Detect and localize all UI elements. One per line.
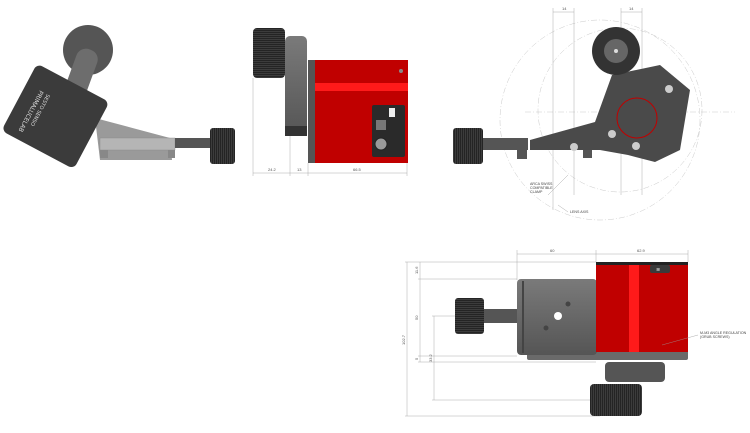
dim-13: 13 (297, 167, 302, 172)
dim-33-2: 33.2 (428, 353, 433, 362)
motor-box: PRIMALUCELAB SESTO SENSO (3, 65, 108, 168)
dim-66-5: 66.5 (353, 167, 362, 172)
focus-knob (590, 384, 642, 416)
clamp-knob (453, 128, 483, 164)
dim-5: 5 (414, 357, 419, 360)
dim-14-right: 14 (629, 6, 634, 11)
rear-bracket (530, 65, 690, 162)
wifi-icon: ≋ (656, 267, 660, 273)
port-panel (372, 105, 405, 157)
dim-50: 50 (414, 315, 419, 320)
dim-60: 60 (550, 248, 555, 253)
dim-11-6: 11.6 (414, 266, 419, 274)
dim-102-7: 102.7 (401, 334, 406, 345)
dim-14-left: 14 (562, 6, 567, 11)
dim-62-9: 62.9 (637, 248, 646, 253)
red-body (596, 262, 688, 352)
clamp-knob (210, 128, 235, 164)
top-view: 60 62.9 11.6 50 5 33.2 102.7 ≋ M-M3 ANGL… (401, 248, 747, 417)
focus-knob (253, 28, 285, 78)
side-view: 24.2 13 66.5 (252, 28, 408, 176)
clamp-knob (455, 298, 484, 334)
dim-24-2: 24.2 (268, 167, 277, 172)
lens-axis-annotation: LENS AXIS (570, 210, 589, 214)
tilted-view: PRIMALUCELAB SESTO SENSO (3, 25, 235, 168)
grub-annotation: M-M3 ANGLE REGULATION(GRUB SCREWS) (700, 331, 747, 339)
